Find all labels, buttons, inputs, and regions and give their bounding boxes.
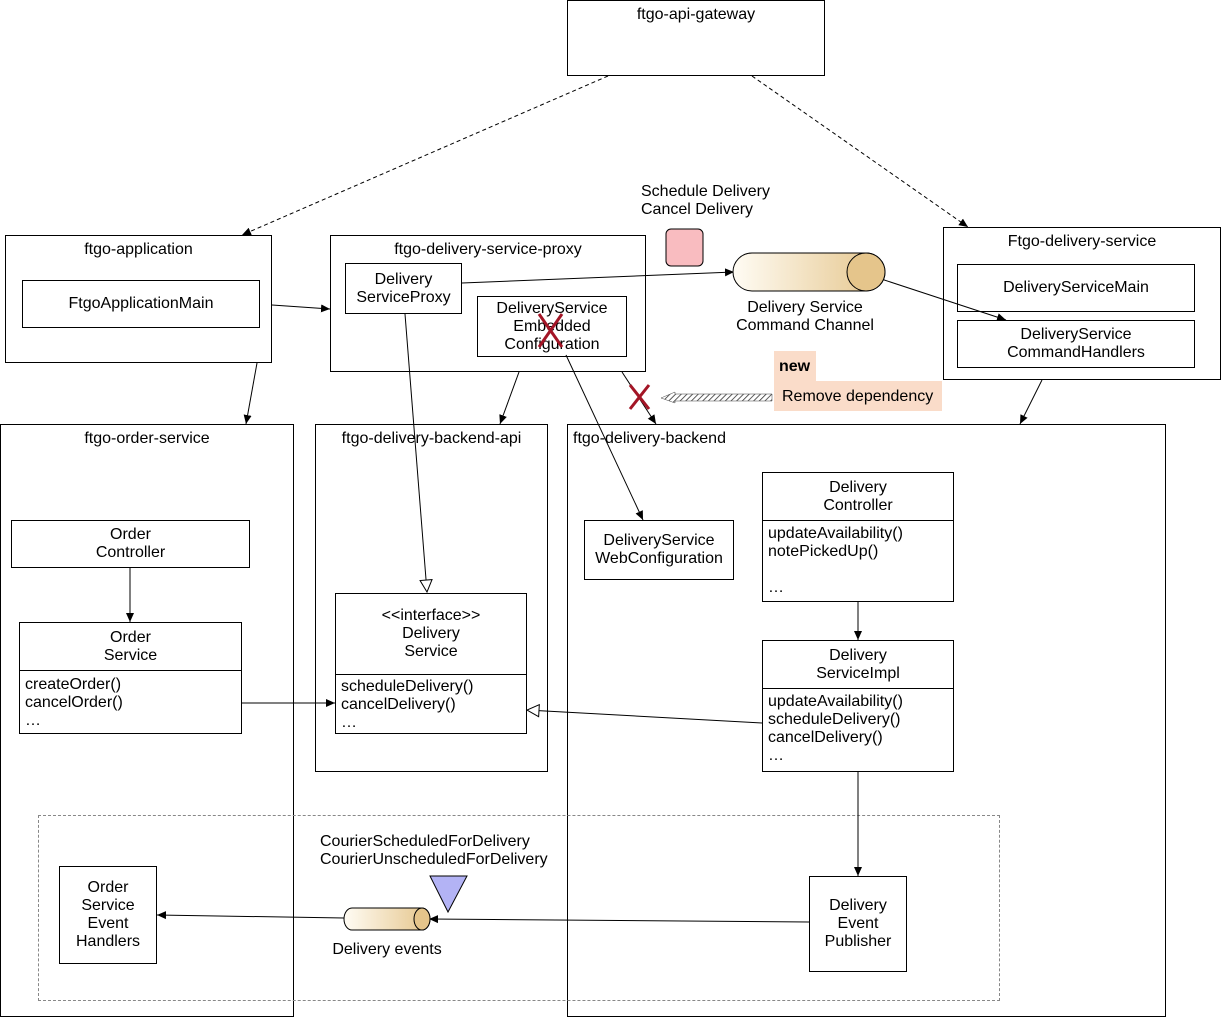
command-channel-label: Delivery Service Command Channel <box>736 299 874 334</box>
remove-dependency-arrow <box>660 391 773 404</box>
delivery-event-publisher: Delivery Event Publisher <box>809 876 907 972</box>
ftgo-application-box: ftgo-application <box>5 235 272 363</box>
order-service-title: ftgo-order-service <box>84 430 210 447</box>
web-configuration-class: DeliveryService WebConfiguration <box>584 520 734 580</box>
delivery-controller-methods: updateAvailability() notePickedUp() … <box>768 525 903 596</box>
delivery-service-impl-class: Delivery ServiceImpl updateAvailability(… <box>762 640 954 772</box>
new-tag-text: new <box>779 358 811 375</box>
delivery-service-interface-methods: scheduleDelivery() cancelDelivery() … <box>341 678 474 731</box>
ftgo-api-gateway-box: ftgo-api-gateway <box>567 0 825 76</box>
order-service-class: Order Service createOrder() cancelOrder(… <box>19 622 242 734</box>
gateway-to-application-link <box>241 75 609 236</box>
delivery-service-to-backend-link <box>1019 379 1043 425</box>
remove-dependency-text: Remove dependency <box>782 388 934 405</box>
order-service-event-handlers: Order Service Event Handlers <box>59 866 157 964</box>
delivery-service-interface: <<interface>> Delivery Service scheduleD… <box>335 593 527 734</box>
delivery-events-label: Delivery events <box>332 941 442 958</box>
command-message-icon <box>665 228 704 267</box>
new-tag: new <box>774 351 816 381</box>
delivery-service-proxy-box: ftgo-delivery-service-proxy <box>330 235 646 372</box>
order-service-methods: createOrder() cancelOrder() … <box>25 676 123 729</box>
proxy-title: ftgo-delivery-service-proxy <box>394 241 582 258</box>
application-to-order-service-link <box>243 362 258 425</box>
proxy-to-backend-api-link <box>499 371 520 425</box>
app-main-to-proxy-link <box>271 304 331 313</box>
ftgo-delivery-backend-api-box: ftgo-delivery-backend-api <box>315 424 548 772</box>
delivery-service-impl-name: Delivery ServiceImpl <box>763 641 953 689</box>
order-service-class-name: Order Service <box>20 623 241 671</box>
event-messages-label: CourierScheduledForDelivery CourierUnsch… <box>320 833 548 868</box>
delivery-service-interface-name: <<interface>> Delivery Service <box>336 594 526 675</box>
proxy-to-backend-link <box>621 371 657 425</box>
delivery-service-main: DeliveryServiceMain <box>957 264 1195 312</box>
delivery-service-impl-methods: updateAvailability() scheduleDelivery() … <box>768 693 903 764</box>
order-controller-class: Order Controller <box>11 520 250 568</box>
embedded-configuration-class: DeliveryService Embedded Configuration <box>477 296 627 357</box>
command-channel-cylinder-icon <box>732 252 886 292</box>
channel-messages-label: Schedule Delivery Cancel Delivery <box>641 183 770 218</box>
delivery-service-proxy-class: Delivery ServiceProxy <box>345 263 462 314</box>
application-title: ftgo-application <box>84 241 193 258</box>
delivery-controller-name: Delivery Controller <box>763 473 953 521</box>
delivery-service-title: Ftgo-delivery-service <box>1007 233 1157 250</box>
delivery-controller-class: Delivery Controller updateAvailability()… <box>762 472 954 602</box>
backend-title: ftgo-delivery-backend <box>573 430 726 447</box>
gateway-title: ftgo-api-gateway <box>636 6 756 23</box>
gateway-to-delivery-service-link <box>751 75 969 228</box>
backend-api-title: ftgo-delivery-backend-api <box>341 430 522 447</box>
event-flow-region <box>38 815 1000 1001</box>
remove-dependency-note: Remove dependency <box>774 381 942 411</box>
ftgo-application-main: FtgoApplicationMain <box>22 280 260 328</box>
delivery-service-command-handlers: DeliveryService CommandHandlers <box>957 320 1195 368</box>
removed-dependency-cross-icon <box>628 384 651 410</box>
